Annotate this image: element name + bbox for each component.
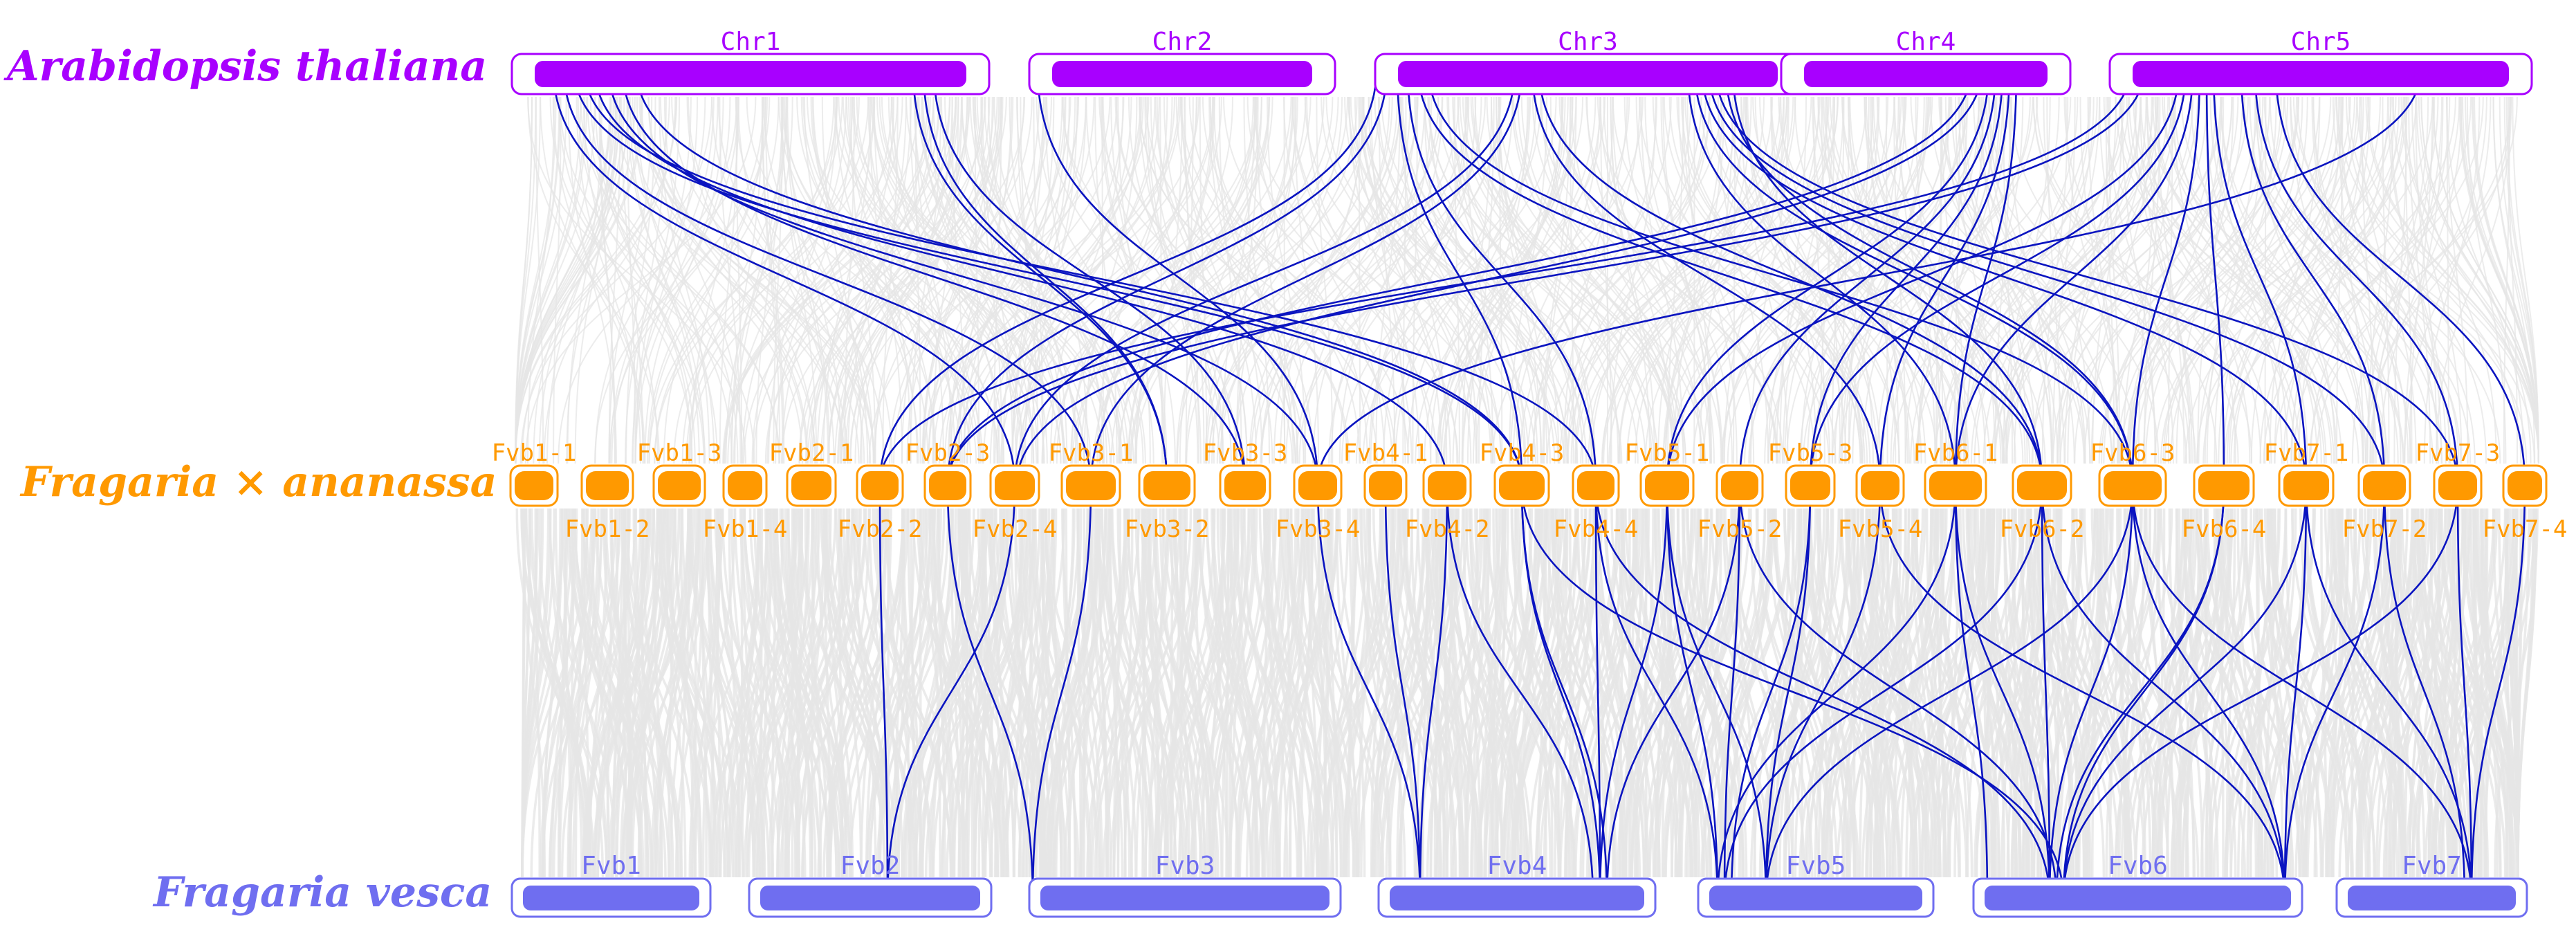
chromosome-chr3: Chr3 bbox=[1374, 28, 1802, 95]
chromosome-label: Chr1 bbox=[721, 28, 781, 56]
chromosome-fvb5-4: Fvb5-4 bbox=[1838, 464, 1923, 543]
chromosome-label: Fvb1-4 bbox=[703, 515, 788, 543]
species-label-arabidopsis-thaliana: Arabidopsis thaliana bbox=[3, 42, 487, 91]
chromosome-fvb7-4: Fvb7-4 bbox=[2483, 464, 2568, 543]
chromosome-label: Fvb2-1 bbox=[769, 439, 854, 467]
chromosome-label: Fvb3-4 bbox=[1276, 515, 1361, 543]
chromosome-label: Fvb5-3 bbox=[1768, 439, 1853, 467]
chromosome-fvb3-3: Fvb3-3 bbox=[1203, 439, 1288, 507]
chromosome-label: Fvb5 bbox=[1786, 852, 1846, 880]
chromosome-fvb2-1: Fvb2-1 bbox=[769, 439, 854, 507]
chromosome-label: Fvb6-2 bbox=[2000, 515, 2085, 543]
chromosome-fvb5-1: Fvb5-1 bbox=[1625, 439, 1710, 507]
chromosome-fvb2-4: Fvb2-4 bbox=[973, 464, 1058, 543]
chromosome-chr2: Chr2 bbox=[1028, 28, 1336, 95]
chromosome-label: Fvb1-3 bbox=[637, 439, 722, 467]
chromosome-label: Chr2 bbox=[1152, 28, 1213, 56]
chromosome-fvb7: Fvb7 bbox=[2335, 852, 2528, 918]
chromosome-fvb7-2: Fvb7-2 bbox=[2342, 464, 2427, 543]
chromosome-label: Chr3 bbox=[1558, 28, 1618, 56]
chromosome-fvb7-1: Fvb7-1 bbox=[2264, 439, 2349, 507]
chromosome-label: Fvb6-1 bbox=[1913, 439, 1998, 467]
chromosome-label: Fvb1-2 bbox=[565, 515, 650, 543]
chromosome-fvb3: Fvb3 bbox=[1028, 852, 1342, 918]
chromosome-fvb4-1: Fvb4-1 bbox=[1343, 439, 1428, 507]
chromosome-label: Fvb7-1 bbox=[2264, 439, 2349, 467]
chromosome-label: Fvb3-2 bbox=[1125, 515, 1210, 543]
chromosome-label: Fvb1 bbox=[581, 852, 641, 880]
chromosome-fvb7-3: Fvb7-3 bbox=[2416, 439, 2501, 507]
chromosome-fvb1: Fvb1 bbox=[510, 852, 712, 918]
chromosome-label: Fvb5-1 bbox=[1625, 439, 1710, 467]
chromosome-fvb2-3: Fvb2-3 bbox=[905, 439, 991, 507]
chromosome-fvb1-1: Fvb1-1 bbox=[492, 439, 577, 507]
chromosome-fvb6-4: Fvb6-4 bbox=[2182, 464, 2267, 543]
chromosome-label: Fvb7 bbox=[2402, 852, 2462, 880]
chromosome-fvb1-2: Fvb1-2 bbox=[565, 464, 650, 543]
chromosome-fvb2-2: Fvb2-2 bbox=[838, 464, 923, 543]
chromosome-fvb5: Fvb5 bbox=[1697, 852, 1935, 918]
chromosome-fvb6-1: Fvb6-1 bbox=[1913, 439, 1998, 507]
chromosome-fvb6: Fvb6 bbox=[1972, 852, 2303, 918]
chromosome-chr5: Chr5 bbox=[2108, 28, 2533, 95]
chromosome-fvb2: Fvb2 bbox=[748, 852, 993, 918]
chromosome-label: Fvb3-3 bbox=[1203, 439, 1288, 467]
chromosome-fvb3-4: Fvb3-4 bbox=[1276, 464, 1361, 543]
chromosome-label: Fvb4-4 bbox=[1554, 515, 1639, 543]
chromosome-label: Fvb5-4 bbox=[1838, 515, 1923, 543]
chromosome-label: Fvb1-1 bbox=[492, 439, 577, 467]
arabidopsis-chromosome-row: Chr1 Chr2 Chr3 Chr4 Chr5 bbox=[510, 28, 2533, 95]
chromosome-fvb4-2: Fvb4-2 bbox=[1405, 464, 1490, 543]
chromosome-label: Fvb4 bbox=[1487, 852, 1547, 880]
chromosome-fvb5-3: Fvb5-3 bbox=[1768, 439, 1853, 507]
chromosome-fvb6-3: Fvb6-3 bbox=[2090, 439, 2175, 507]
chromosome-label: Fvb7-2 bbox=[2342, 515, 2427, 543]
chromosome-fvb3-1: Fvb3-1 bbox=[1049, 439, 1134, 507]
chromosome-label: Chr5 bbox=[2291, 28, 2351, 56]
chromosome-fvb4-3: Fvb4-3 bbox=[1480, 439, 1565, 507]
chromosome-label: Chr4 bbox=[1896, 28, 1956, 56]
chromosome-label: Fvb3-1 bbox=[1049, 439, 1134, 467]
chromosome-label: Fvb6-3 bbox=[2090, 439, 2175, 467]
chromosome-label: Fvb4-1 bbox=[1343, 439, 1428, 467]
chromosome-label: Fvb2-2 bbox=[838, 515, 923, 543]
chromosome-fvb6-2: Fvb6-2 bbox=[2000, 464, 2085, 543]
chromosome-label: Fvb4-3 bbox=[1480, 439, 1565, 467]
chromosome-label: Fvb4-2 bbox=[1405, 515, 1490, 543]
chromosome-fvb5-2: Fvb5-2 bbox=[1698, 464, 1783, 543]
chromosome-label: Fvb6-4 bbox=[2182, 515, 2267, 543]
species-label-fragaria-ananassa: Fragaria × ananassa bbox=[19, 458, 497, 506]
chromosome-fvb1-4: Fvb1-4 bbox=[703, 464, 788, 543]
fragaria-vesca-chromosome-row: Fvb1 Fvb2 Fvb3 Fvb4 Fvb5 Fvb6 Fvb7 bbox=[510, 852, 2528, 918]
chromosome-label: Fvb2-4 bbox=[973, 515, 1058, 543]
chromosome-fvb4-4: Fvb4-4 bbox=[1554, 464, 1639, 543]
chromosome-label: Fvb6 bbox=[2108, 852, 2168, 880]
chromosome-chr1: Chr1 bbox=[510, 28, 991, 95]
chromosome-label: Fvb7-3 bbox=[2416, 439, 2501, 467]
chromosome-label: Fvb2-3 bbox=[905, 439, 991, 467]
chromosome-chr4: Chr4 bbox=[1780, 28, 2072, 95]
syntenic-gene-pair-links bbox=[552, 68, 2526, 900]
chromosome-label: Fvb3 bbox=[1155, 852, 1215, 880]
background-collinearity-links bbox=[515, 96, 2539, 878]
species-label-fragaria-vesca: Fragaria vesca bbox=[152, 868, 492, 917]
chromosome-label: Fvb7-4 bbox=[2483, 515, 2568, 543]
chromosome-label: Fvb5-2 bbox=[1698, 515, 1783, 543]
chromosome-fvb1-3: Fvb1-3 bbox=[637, 439, 722, 507]
chromosome-fvb3-2: Fvb3-2 bbox=[1125, 464, 1210, 543]
chromosome-label: Fvb2 bbox=[840, 852, 901, 880]
chromosome-fvb4: Fvb4 bbox=[1377, 852, 1657, 918]
